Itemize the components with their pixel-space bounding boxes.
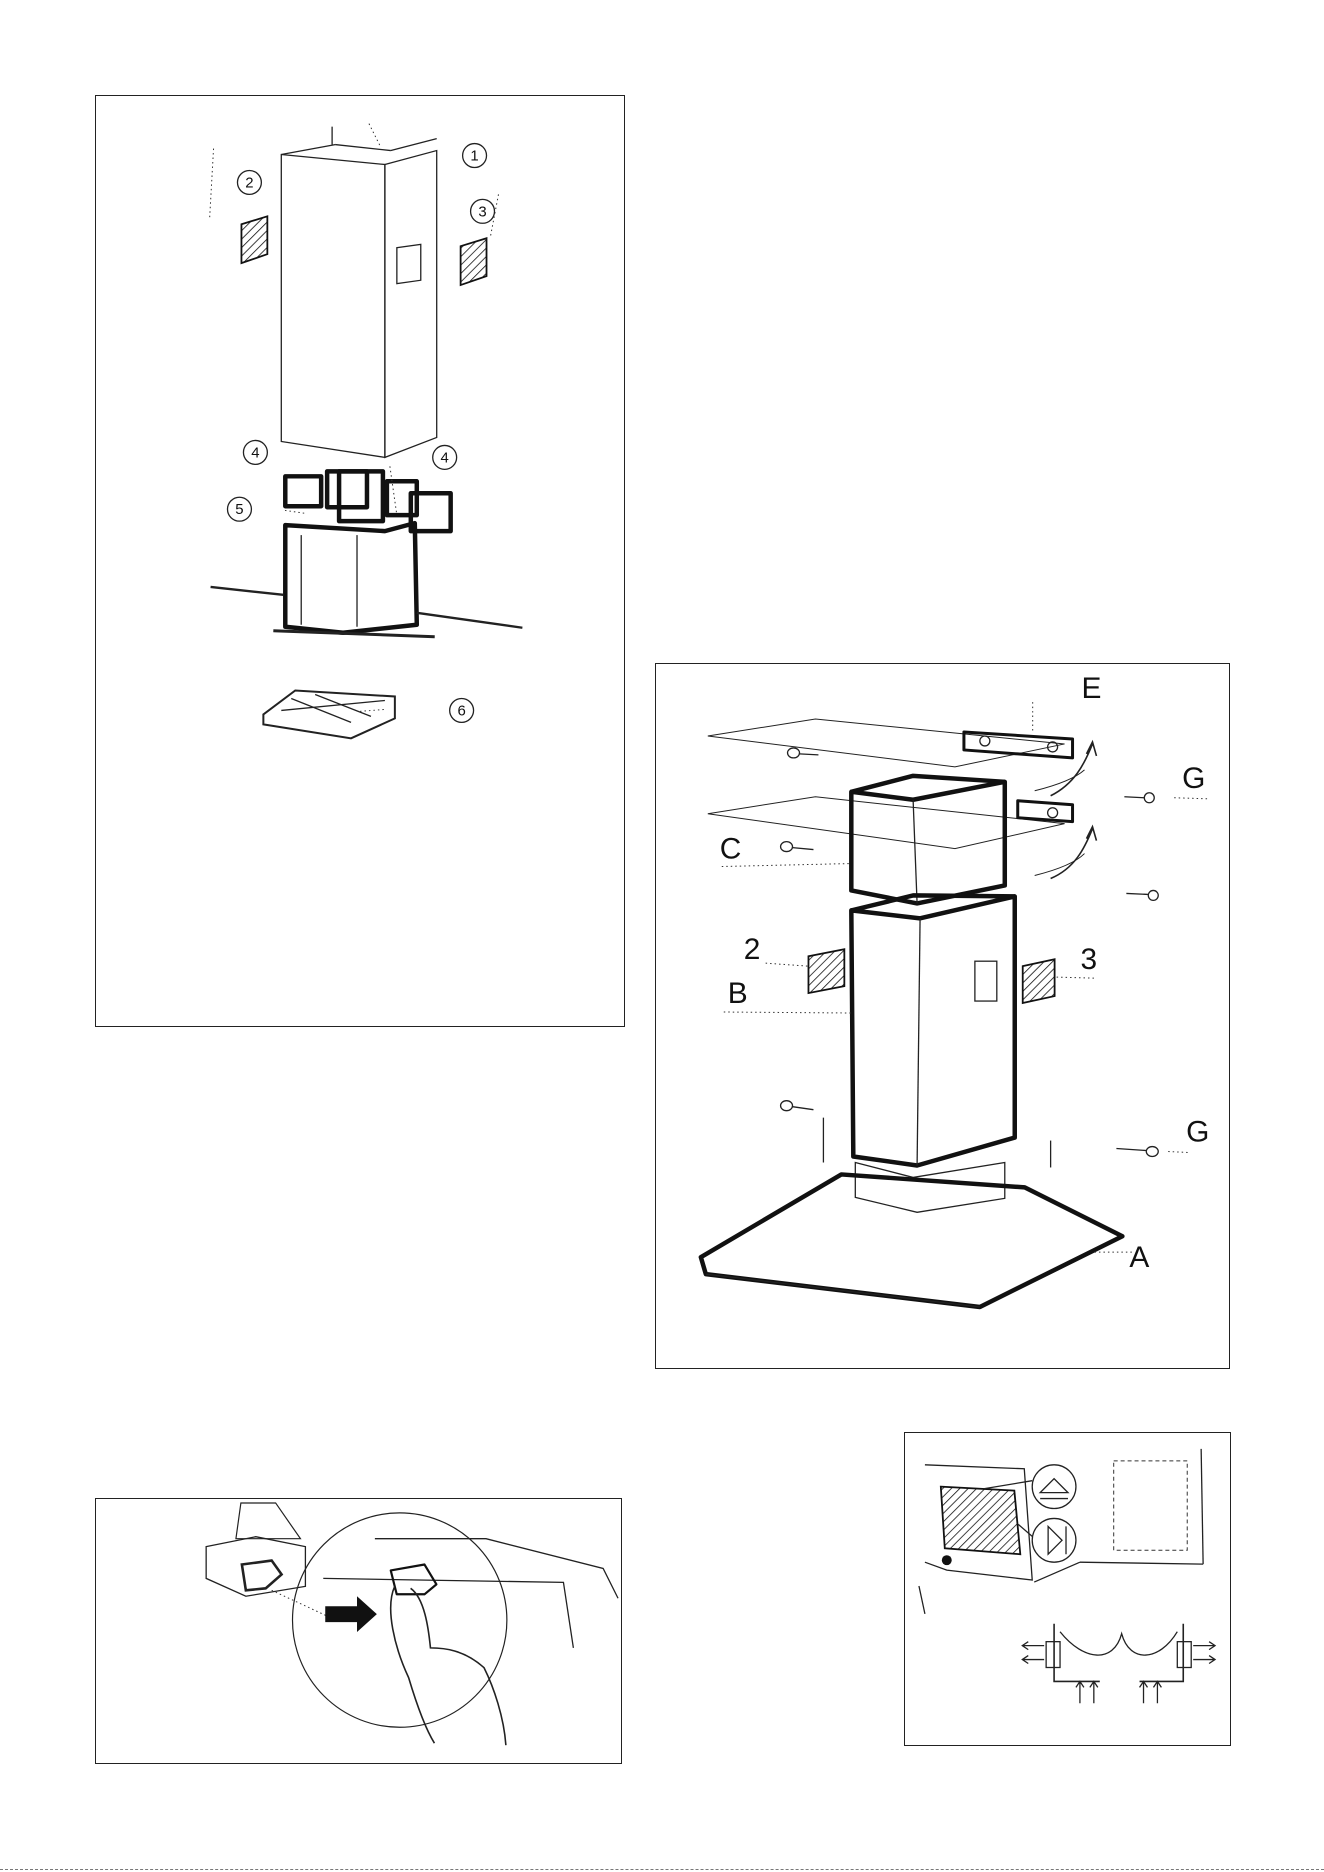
chimney-front-face	[281, 155, 385, 458]
motor-housing	[285, 523, 417, 633]
callout-1: 1	[463, 144, 487, 168]
hood-assembly-diagram: E G C 2 3 B G A	[655, 663, 1230, 1369]
chimney-side-face	[385, 151, 437, 458]
airflow-arrows-icon	[1022, 1642, 1215, 1704]
svg-text:6: 6	[457, 702, 465, 719]
label-3: 3	[1081, 943, 1098, 976]
callout-4-left: 4	[243, 440, 267, 464]
hood-canopy-a	[701, 1174, 1123, 1307]
detail-circle-top	[1032, 1465, 1076, 1509]
connector-left	[285, 476, 321, 506]
connector-middle	[327, 471, 367, 507]
filter-2-b	[808, 949, 844, 993]
screw-mid-right	[1126, 890, 1158, 900]
callout-6: 6	[450, 698, 474, 722]
filter-removal-diagram	[95, 1498, 622, 1764]
svg-text:2: 2	[245, 174, 253, 191]
lower-chimney-b	[851, 896, 1014, 1165]
screw-low-left	[781, 1101, 814, 1111]
svg-text:1: 1	[470, 148, 478, 165]
label-b: B	[728, 977, 748, 1010]
screw-mid-left	[781, 842, 814, 852]
callout-3: 3	[471, 199, 495, 223]
svg-text:5: 5	[235, 501, 243, 518]
grease-filter-small	[242, 1561, 282, 1591]
label-g-top: G	[1182, 762, 1205, 795]
carbon-filter-drawing	[905, 1433, 1230, 1745]
filter-2	[241, 216, 267, 263]
detail-magnifier	[293, 1513, 507, 1727]
label-2: 2	[744, 933, 761, 966]
callout-5: 5	[228, 497, 252, 521]
chimney-window	[397, 244, 421, 283]
page-bottom-rule	[0, 1869, 1324, 1870]
screw-top-right	[1124, 793, 1154, 803]
svg-text:4: 4	[441, 449, 449, 466]
svg-text:3: 3	[478, 203, 486, 220]
hood-assembly-drawing: E G C 2 3 B G A	[656, 664, 1229, 1368]
label-g-bottom: G	[1186, 1116, 1209, 1149]
svg-text:4: 4	[251, 444, 259, 461]
hand-pressing	[391, 1586, 506, 1745]
label-a: A	[1129, 1241, 1149, 1274]
chimney-exploded-drawing: 1 2 3 4 4 5 6	[96, 96, 624, 1026]
screw-low-right	[1116, 1147, 1158, 1157]
filter-removal-drawing	[96, 1499, 621, 1763]
grease-filter-tray	[263, 691, 395, 739]
blower-outlet	[339, 471, 383, 521]
chimney-window-b	[975, 961, 997, 1001]
filter-3	[461, 238, 487, 285]
callout-4-right: 4	[433, 445, 457, 469]
filter-3-b	[1023, 959, 1055, 1003]
latch-dot	[942, 1555, 952, 1565]
chimney-exploded-diagram: 1 2 3 4 4 5 6	[95, 95, 625, 1027]
label-e: E	[1082, 672, 1102, 705]
detail-circle-bottom	[1032, 1518, 1076, 1562]
carbon-filter-diagram	[904, 1432, 1231, 1746]
carbon-filter	[941, 1487, 1020, 1555]
callout-2: 2	[237, 170, 261, 194]
label-c: C	[720, 833, 742, 866]
push-arrow-icon	[325, 1596, 377, 1632]
